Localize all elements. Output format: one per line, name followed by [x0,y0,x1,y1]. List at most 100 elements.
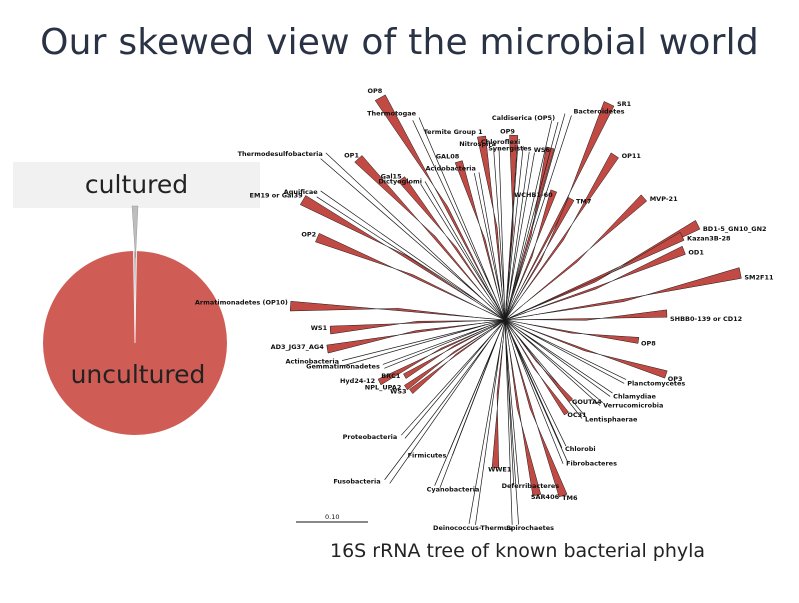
tree-wedge-tm6 [511,341,568,498]
tree-stem-sar406 [504,319,509,342]
tree-branch-acidobacteria [473,172,503,303]
leaf-label-op3: OP3 [668,375,683,383]
tree-wedge-termite-group-1 [477,135,503,298]
leaf-label-sm2f11: SM2F11 [744,273,774,281]
leaf-label-spirochaetes: Spirochaetes [506,524,554,532]
leaf-label-gal15: Gal15 [381,173,402,181]
leaf-label-lentisphaerae: Lentisphaerae [585,416,638,424]
leaf-label-gal08: GAL08 [436,153,460,161]
tree-wedge-sr1 [517,101,615,295]
tree-wedge-brc1 [403,326,493,379]
tree-stem-caldiserica-op5- [504,296,512,321]
tree-wedge-ad3-jg37-ag4 [326,322,484,354]
leaf-label-fusobacteria: Fusobacteria [333,478,380,486]
leaf-label-nitrospira: Nitrospira [459,140,496,148]
leaf-label-bacteroidetes: Bacteroidetes [573,108,624,116]
tree-stem-nitrospira [503,299,506,321]
tree-wedge-em19-or-gal39 [299,195,482,306]
tree-branch-gemmatimonadetes [382,325,491,369]
leaf-label-op1: OP1 [344,151,359,159]
leaf-label-kazan3b-28: Kazan3B-28 [687,234,731,242]
tree-stem-tm7 [504,305,514,321]
tree-branch-caldiserica-op5- [511,120,559,297]
leaf-label-actinobacteria: Actinobacteria [285,358,339,366]
tree-branch-deinococcus-thermus [468,344,502,525]
tree-wedge-sm2f11 [533,267,742,316]
tree-branch-verrucomicrobia [516,330,603,406]
leaf-label-shbb0-139-or-cd12: SHBB0-139 or CD12 [670,315,742,323]
tree-stem-ws1 [484,319,506,322]
leaf-label-dictyoglomi: Dictyoglomi [378,177,422,185]
leaf-label-hyd24-12: Hyd24-12 [340,377,375,385]
tree-stem-armatimonadetes-op10- [479,317,506,321]
cultured-label-box [13,162,260,208]
tree-stem-thermotogae [494,295,506,321]
tree-stem-actinobacteria [485,319,506,326]
leaf-label-caldiserica-op5-: Caldiserica (OP5) [492,114,555,122]
leaf-label-tm7: TM7 [576,197,591,205]
uncultured-label: uncultured [70,360,206,389]
tree-branch-aquificae [316,190,484,305]
tree-branch-proteobacteria [401,333,493,439]
leaf-label-verrucomicrobia: Verrucomicrobia [603,402,663,410]
leaf-label-op11: OP11 [622,152,642,160]
tree-branches [289,94,742,525]
leaf-label-gemmatimonadetes: Gemmatimonadetes [306,362,380,370]
leaf-label-thermotogae: Thermotogae [367,109,417,117]
tree-stem-proteobacteria [492,319,506,335]
leaf-label-fibrobacteres: Fibrobacteres [566,460,617,468]
tree-wedge-od1 [526,245,686,313]
tree-stem-ad3-jg37-ag4 [483,319,506,324]
tree-branch-chloroflexi [506,145,524,300]
tree-branch-dictyoglomi [420,181,496,304]
tree-stem-od1 [504,311,527,321]
scale-bar-label: 0.10 [325,513,339,521]
tree-wedge-op8 [374,94,491,294]
tree-wedge-ws3 [409,328,494,394]
cultured-callout-pointer [131,205,139,259]
leaf-label-firmicutes: Firmicutes [408,451,447,459]
leaf-label-gouta4: GOUTA4 [572,398,602,406]
tree-wedge-gouta4 [512,329,574,403]
tree-stem-sm2f11 [504,314,534,321]
leaf-label-synergistes: Synergistes [488,145,531,153]
leaf-label-deinococcus-thermus: Deinococcus-Thermus [433,524,512,532]
leaf-label-cyanobacteria: Cyanobacteria [427,486,480,494]
tree-stem-op2 [482,309,506,321]
tree-wedge-op3 [524,326,668,379]
tree-branch-chlamydiae [517,328,613,397]
tree-branch-spirochaetes [505,344,519,525]
tree-branch-planctomycetes [519,327,627,384]
tree-stem-cyanobacteria [496,319,506,341]
slide-title: Our skewed view of the microbial world [40,22,759,63]
tree-branch-nitrospira [493,148,505,300]
tree-labels: SR1BacteroidetesOP11WS6MVP-21WCHB1-60TM7… [195,87,774,532]
tree-wedge-armatimonadetes-op10- [289,300,480,319]
tree-stem-deinococcus-thermus [500,319,506,345]
leaf-label-brc1: BRC1 [381,372,401,380]
leaf-label-op8: OP8 [367,87,382,95]
leaf-label-deferribacteres: Deferribacteres [502,482,560,490]
tree-wedge-op9 [506,134,519,298]
tree-branch-actinobacteria [341,324,486,367]
tree-stem-aquificae [482,304,506,321]
leaf-label-chlamydiae: Chlamydiae [613,392,656,400]
tree-wedge-sar406 [508,341,542,497]
tree-stem-op3 [504,319,525,328]
leaf-label-armatimonadetes-op10-: Armatimonadetes (OP10) [195,298,288,306]
tree-stem-op8 [490,292,506,321]
tree-branch-thermotogae [412,117,496,296]
tree-stem-tm6 [504,319,512,342]
tree-branch-cyanobacteria [434,339,497,488]
leaf-label-oc31: OC31 [567,411,587,419]
tree-wedge-op2 [315,233,483,310]
leaf-label-ws6: WS6 [534,146,551,154]
leaf-label-termite-group-1: Termite Group 1 [424,128,484,136]
tree-stem-thermodesulfobacteria [483,299,506,321]
tree-wedge-wwe1 [491,337,504,469]
tree-caption: 16S rRNA tree of known bacterial phyla [330,540,706,562]
leaf-label-proteobacteria: Proteobacteria [343,433,398,441]
tree-stem-mvp-21 [504,305,523,321]
